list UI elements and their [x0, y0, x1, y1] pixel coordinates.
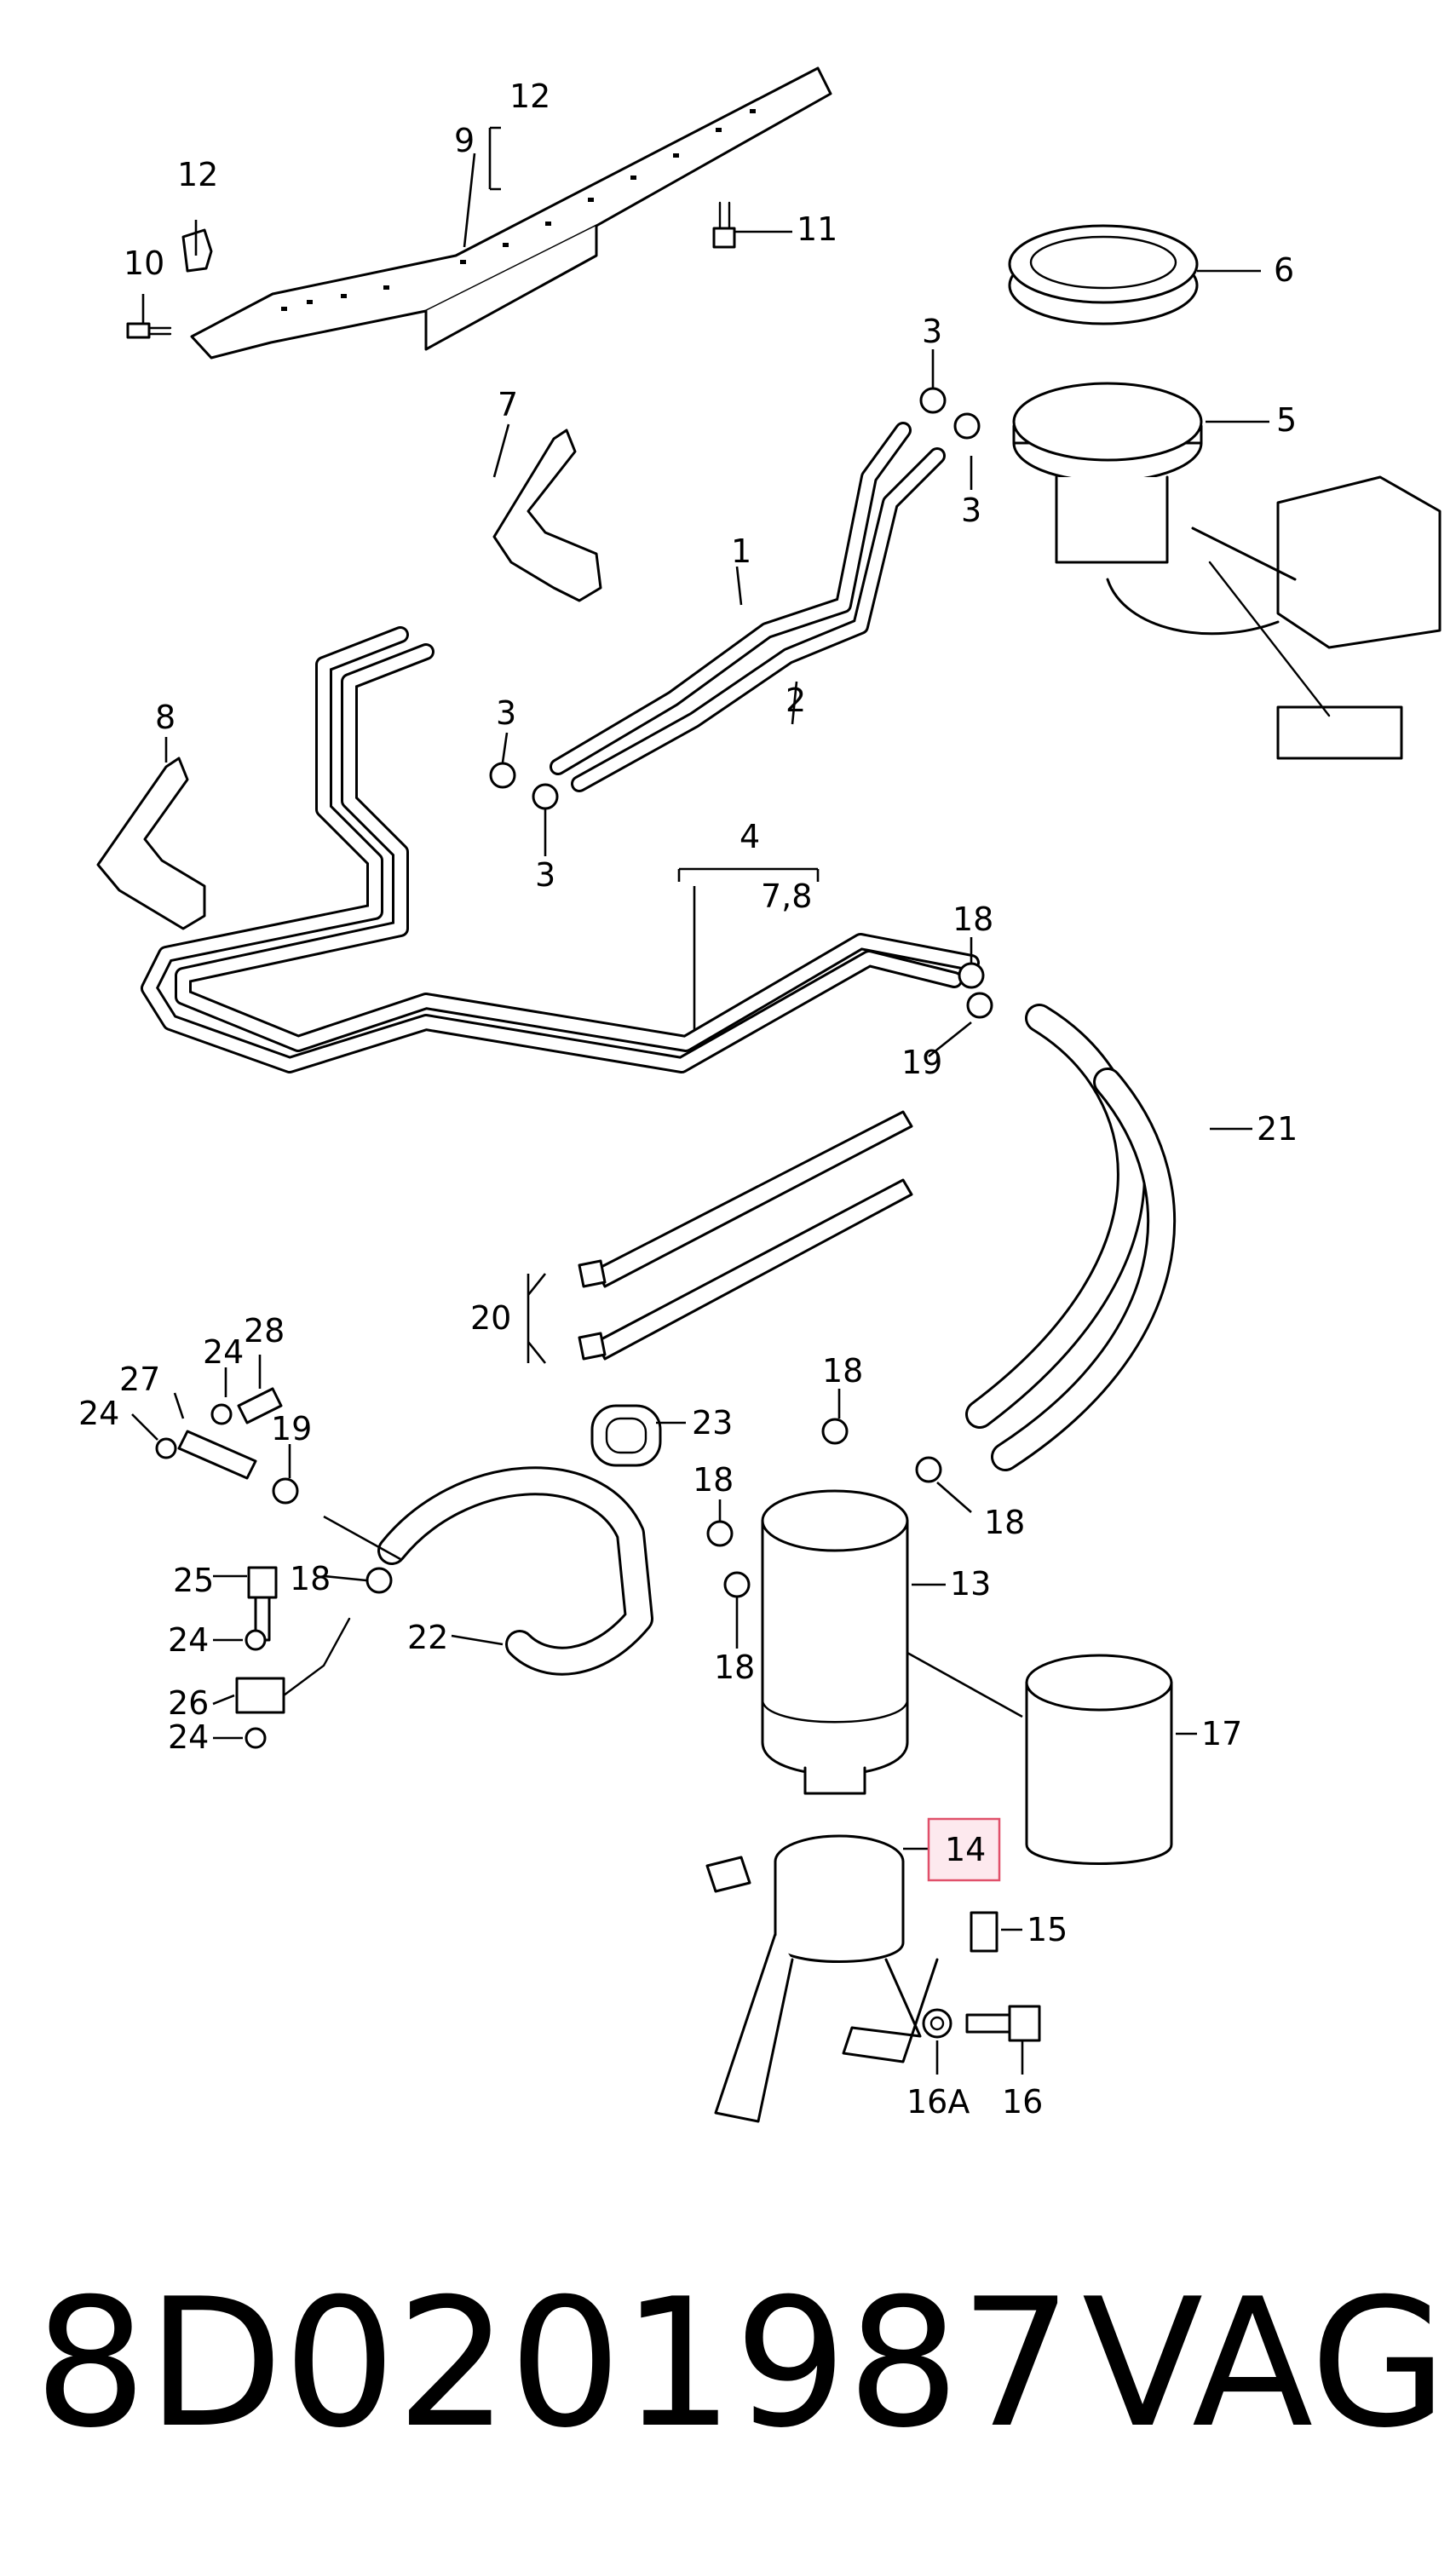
callout-11: 11	[797, 210, 837, 248]
part-16a-washer	[922, 2008, 952, 2039]
callout-21: 21	[1257, 1110, 1298, 1148]
callout-5: 5	[1276, 401, 1297, 439]
callout-24: 24	[168, 1718, 209, 1756]
leader-lines	[131, 126, 1269, 2075]
callout-18: 18	[290, 1560, 331, 1597]
callout-12: 12	[509, 78, 550, 115]
callout-labels: 12 9 12 10 11 6 5 3 3 7 1 2 3 3 8 4 7,8 …	[78, 78, 1298, 2121]
callout-17: 17	[1201, 1715, 1242, 1752]
part-25-bolt	[247, 1566, 278, 1642]
part-16-bolt	[965, 2005, 1041, 2042]
callout-16a: 16A	[906, 2083, 970, 2121]
callout-22: 22	[407, 1619, 448, 1656]
highlight-box-14	[927, 1817, 1001, 1882]
callout-3: 3	[922, 313, 942, 350]
callout-14: 14	[945, 1831, 986, 1868]
part-27-fitting	[177, 1430, 257, 1480]
callout-3: 3	[535, 856, 555, 894]
callout-4: 4	[740, 818, 760, 855]
part-20-cable-ties	[578, 1110, 913, 1361]
callout-9: 9	[454, 122, 475, 159]
part-2-line	[571, 447, 946, 792]
part-14-bracket	[705, 1834, 939, 2123]
part-13-fuel-filter	[761, 1489, 909, 1795]
footer-part-number: 8D0201987	[34, 2261, 1073, 2467]
callout-19: 19	[271, 1410, 312, 1447]
callout-10: 10	[124, 245, 164, 282]
part-5-fuel-pump	[1012, 382, 1442, 760]
callout-7-8: 7,8	[761, 878, 812, 915]
callout-20: 20	[470, 1299, 511, 1337]
part-8-clip	[96, 757, 206, 930]
part-15-nut	[970, 1911, 998, 1953]
callout-13: 13	[950, 1565, 991, 1603]
part-1-line	[550, 422, 912, 775]
callout-18: 18	[693, 1461, 734, 1499]
callout-27: 27	[119, 1361, 160, 1398]
callout-18: 18	[822, 1352, 863, 1390]
callout-1: 1	[731, 532, 751, 570]
part-12-clip	[181, 228, 213, 273]
callout-25: 25	[173, 1562, 214, 1599]
callout-2: 2	[786, 682, 806, 719]
part-21-hose	[965, 1004, 1176, 1471]
part-23-grommet	[590, 1404, 662, 1467]
callout-26: 26	[168, 1684, 209, 1722]
callout-19: 19	[901, 1044, 942, 1081]
callout-28: 28	[244, 1312, 285, 1350]
callout-18: 18	[714, 1649, 755, 1686]
part-17-filter-insert	[1025, 1654, 1173, 1865]
callout-23: 23	[692, 1404, 733, 1442]
part-22-hose	[377, 1466, 653, 1676]
part-28-bolt	[237, 1387, 283, 1424]
callout-3: 3	[496, 694, 516, 732]
callout-3: 3	[961, 492, 981, 529]
callout-6: 6	[1274, 251, 1294, 289]
callout-15: 15	[1027, 1911, 1068, 1948]
callout-24: 24	[168, 1621, 209, 1659]
part-10-bolt	[126, 322, 172, 339]
part-4-return-line	[141, 626, 980, 1073]
callout-12: 12	[177, 156, 218, 193]
callout-8: 8	[155, 699, 176, 736]
callout-18: 18	[952, 901, 993, 938]
part-11-bolt	[712, 201, 736, 249]
part-7-clip	[492, 429, 602, 602]
hose-clamps	[155, 387, 993, 1749]
part-26-banjo	[235, 1617, 351, 1714]
part-6-locking-ring	[1008, 224, 1199, 325]
part-9-rail	[190, 66, 832, 360]
callout-24: 24	[78, 1395, 119, 1432]
callout-18: 18	[984, 1504, 1025, 1541]
callout-7: 7	[498, 386, 518, 423]
callout-16: 16	[1002, 2083, 1043, 2121]
footer-brand: VAG	[1082, 2261, 1447, 2467]
callout-24: 24	[203, 1333, 244, 1371]
